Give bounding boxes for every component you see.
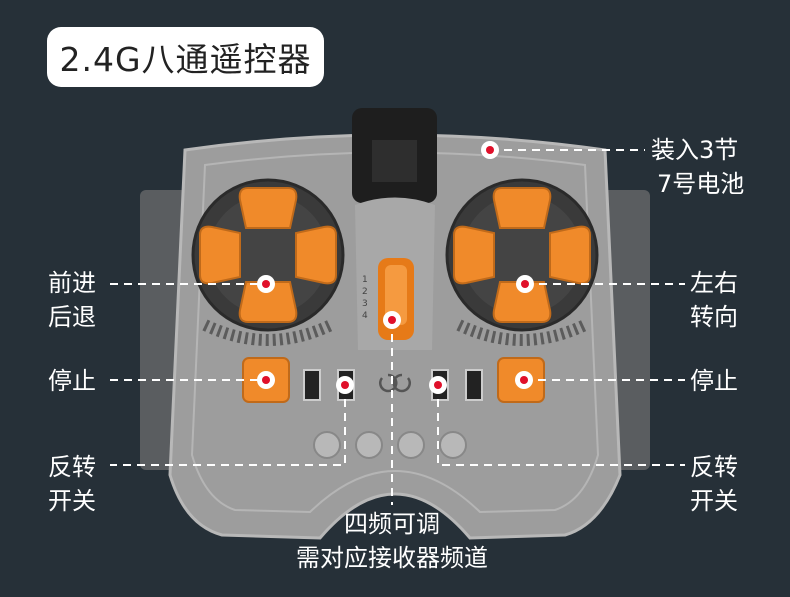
left-dpad	[199, 187, 337, 323]
rotate-cw-icon	[392, 373, 411, 393]
callout-forward-back: 前进 后退	[48, 266, 96, 334]
callout-left-right: 左右 转向	[690, 266, 738, 334]
studs	[313, 431, 467, 459]
title: 2.4G八通遥控器	[59, 40, 312, 79]
callout-stop-right: 停止	[690, 367, 738, 395]
right-dpad	[453, 187, 591, 323]
callout-channel: 四频可调 需对应接收器频道	[272, 507, 512, 575]
leader-lines	[110, 149, 685, 505]
channel-numbers: 1 2 3 4	[362, 275, 368, 321]
callout-reverse-right-line2: 开关	[690, 487, 738, 515]
callout-channel-line1: 四频可调	[344, 510, 440, 538]
callout-reverse-right-line1: 反转	[690, 453, 738, 481]
callout-channel-line2: 需对应接收器频道	[296, 544, 488, 572]
callout-reverse-right: 反转 开关	[690, 450, 738, 518]
callout-reverse-left-line1: 反转	[48, 453, 96, 481]
callout-battery-line1: 装入3节	[651, 136, 739, 164]
callout-stop-left: 停止	[48, 367, 96, 395]
svg-text:2: 2	[362, 287, 368, 297]
callout-forward-back-line2: 后退	[48, 303, 96, 331]
callout-left-right-line1: 左右	[690, 269, 738, 297]
callout-forward-back-line1: 前进	[48, 269, 96, 297]
callout-reverse-left: 反转 开关	[48, 450, 96, 518]
title-badge: 2.4G八通遥控器	[47, 27, 324, 87]
callout-battery-line2: 7号电池	[657, 170, 745, 198]
callout-reverse-left-line2: 开关	[48, 487, 96, 515]
svg-text:4: 4	[362, 311, 368, 321]
svg-text:3: 3	[362, 299, 368, 309]
svg-text:1: 1	[362, 275, 368, 285]
callout-battery: 装入3节 7号电池	[651, 133, 751, 201]
markers	[257, 141, 534, 394]
callout-left-right-line2: 转向	[690, 303, 738, 331]
